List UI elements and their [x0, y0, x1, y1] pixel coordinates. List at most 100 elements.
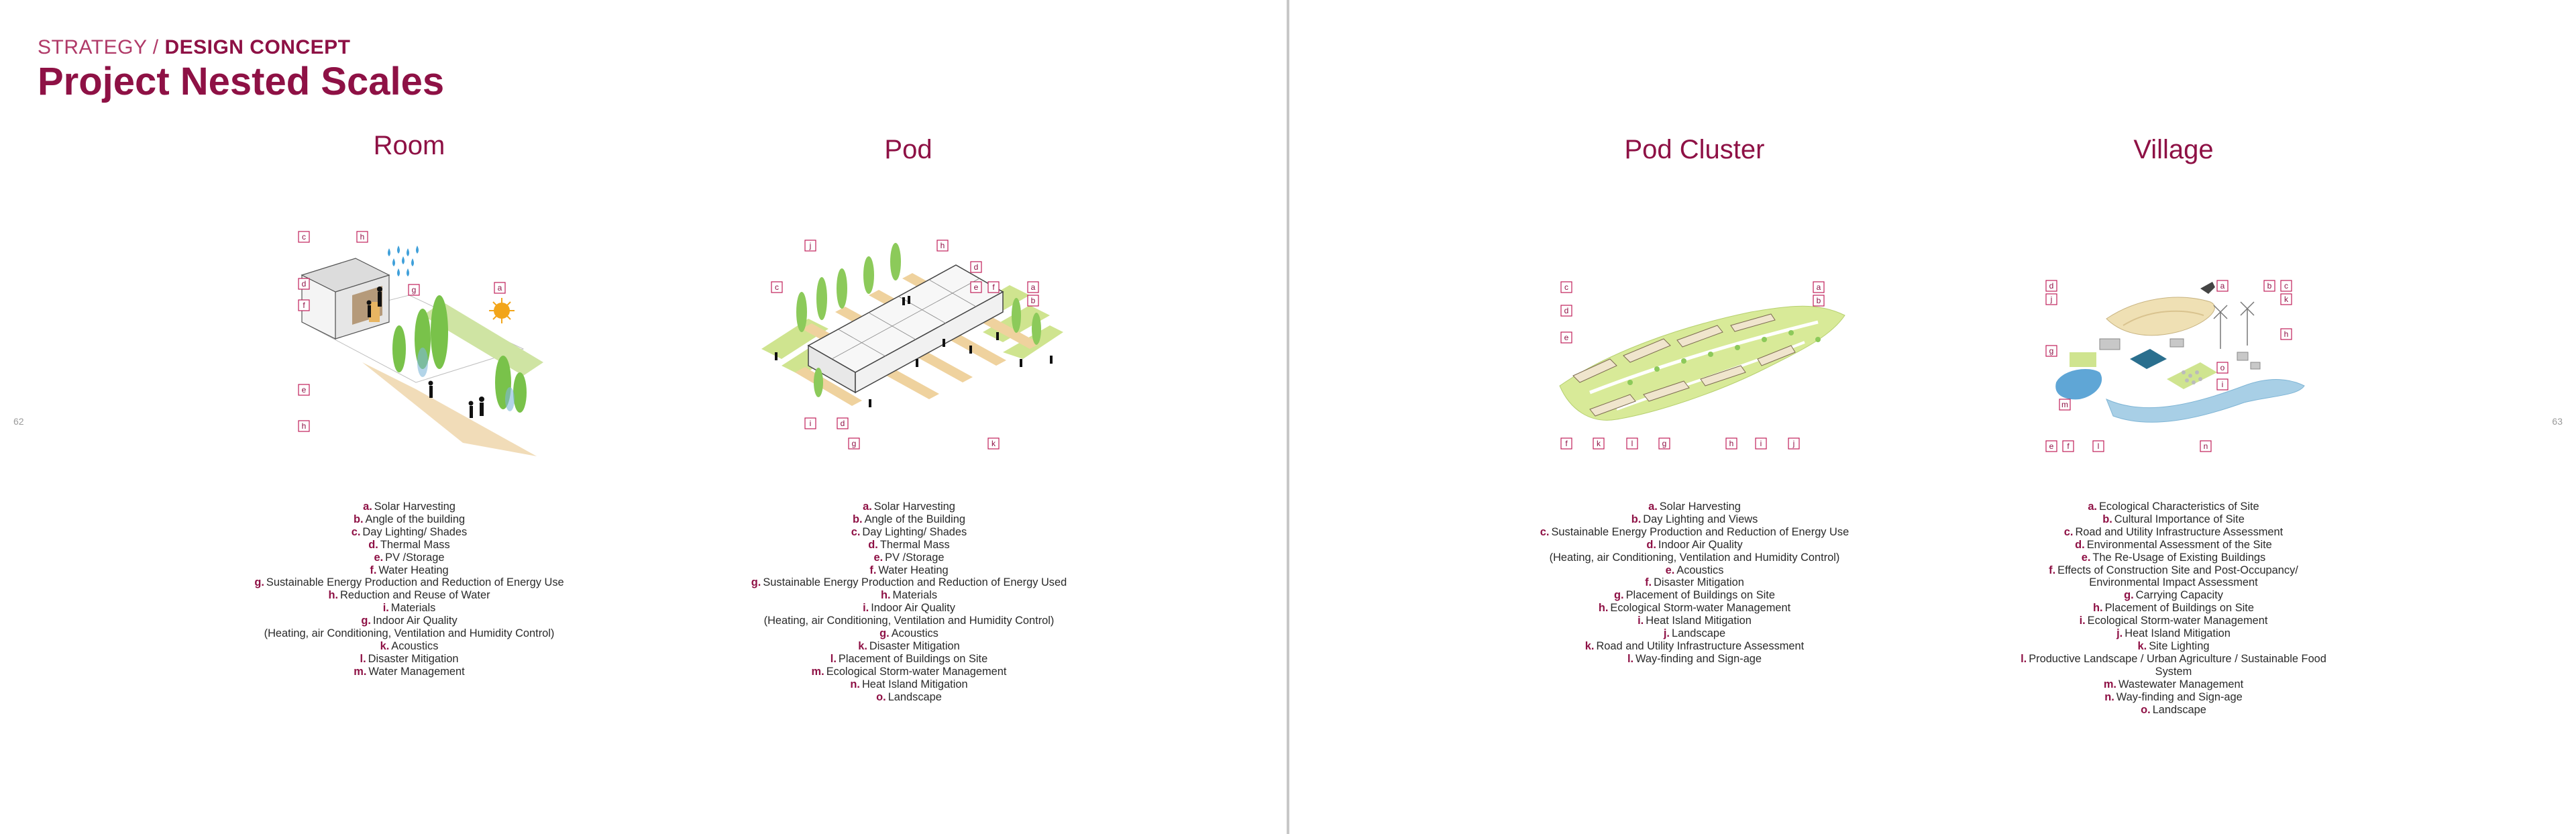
legend-text: Day Lighting/ Shades [362, 525, 468, 538]
callout-tag-label: h [302, 421, 307, 431]
legend-text: Cultural Importance of Site [2114, 513, 2245, 525]
legend-key: c. [1540, 525, 1550, 538]
legend-key: h. [880, 589, 891, 602]
legend-text: Water Heating [878, 564, 949, 576]
legend-item: b.Angle of the Building [701, 513, 1117, 526]
callout-tag-label: c [2284, 281, 2288, 291]
legend-item: Environmental Impact Assessment [1966, 576, 2381, 589]
legend-key: f. [2049, 564, 2056, 576]
legend-text: PV /Storage [885, 551, 945, 564]
legend-text: Angle of the Building [864, 513, 965, 525]
section-kicker: STRATEGY / DESIGN CONCEPT [38, 36, 350, 59]
legend-key: h. [328, 589, 339, 602]
callout-tag-label: i [2222, 380, 2224, 389]
legend-text: Thermal Mass [380, 538, 450, 551]
legend-item: b.Angle of the building [201, 513, 617, 526]
legend-item: g.Indoor Air Quality [201, 615, 617, 627]
page-gutter [1287, 0, 1289, 834]
legend-key: a. [1648, 501, 1658, 513]
legend-item: g.Acoustics [701, 627, 1117, 640]
legend-text: Sustainable Energy Production and Reduct… [266, 576, 564, 589]
legend-text: Environmental Impact Assessment [2089, 576, 2258, 589]
legend-text: Ecological Characteristics of Site [2098, 501, 2259, 513]
callout-tag-label: f [1565, 439, 1568, 448]
legend-text: Materials [390, 602, 436, 615]
legend-key: d. [368, 538, 378, 551]
legend-text: Materials [892, 589, 938, 602]
legend-text: Heat Island Mitigation [1646, 615, 1752, 627]
callout-tag-label: e [1564, 333, 1569, 342]
legend-item: j.Heat Island Mitigation [1966, 627, 2381, 640]
callout-tag-label: k [2284, 295, 2289, 304]
callout-tag-label: d [302, 279, 307, 289]
legend-item: i.Heat Island Mitigation [1487, 615, 1902, 627]
legend-item: e.PV /Storage [201, 552, 617, 564]
legend-text: Acoustics [391, 639, 439, 652]
legend-key: c. [2063, 525, 2074, 538]
page-number-left: 62 [13, 416, 24, 427]
legend-key: g. [751, 576, 761, 589]
legend-item: f.Water Heating [201, 564, 617, 577]
legend-key: e. [873, 551, 883, 564]
callout-tag-label: b [2267, 281, 2272, 291]
pod-cluster-callout-tags: c d e a b f k l g h i j [1560, 281, 1825, 450]
callout-tag-label: a [1031, 282, 1036, 292]
legend-key: b. [853, 513, 863, 525]
callout-tag-label: a [2220, 281, 2225, 291]
legend-key: k. [2137, 639, 2147, 652]
callout-tag-label: d [974, 262, 979, 272]
legend-text: Sustainable Energy Production and Reduct… [1551, 525, 1849, 538]
callout-tag-label: f [992, 282, 995, 292]
legend-key: h. [1598, 602, 1609, 615]
legend-item: f.Water Heating [701, 564, 1117, 577]
callout-tag-label: g [1662, 439, 1667, 448]
callout-tag-label: a [1817, 282, 1821, 292]
legend-key: e. [2081, 551, 2091, 564]
legend-text: Landscape [2152, 703, 2206, 716]
legend-text: Disaster Mitigation [1654, 576, 1744, 589]
legend-key: k. [1585, 639, 1595, 652]
legend-item: i.Materials [201, 602, 617, 615]
legend-key: c. [851, 525, 861, 538]
callout-tag-label: c [775, 282, 779, 292]
room-title: Room [373, 131, 445, 160]
legend-key: g. [2124, 589, 2134, 602]
legend-text: Solar Harvesting [873, 501, 955, 513]
legend-text: Day Lighting and Views [1643, 513, 1758, 525]
village-title: Village [2133, 135, 2214, 164]
legend-text: Productive Landscape / Urban Agriculture… [2029, 652, 2326, 665]
legend-item: h.Placement of Buildings on Site [1966, 602, 2381, 615]
legend-item: d.Environmental Assessment of the Site [1966, 539, 2381, 552]
legend-text: Solar Harvesting [1659, 501, 1741, 513]
legend-text: Indoor Air Quality [871, 602, 955, 615]
legend-text: Water Heating [378, 564, 449, 576]
legend-key: j. [1663, 627, 1670, 640]
legend-key: l. [360, 652, 366, 665]
callout-tag-label: h [1729, 439, 1734, 448]
callout-tag-label: k [991, 439, 996, 448]
room-callout-tags: c h d f g a e h [298, 231, 506, 432]
callout-tag-label: k [1597, 439, 1601, 448]
legend-text: Acoustics [891, 627, 938, 640]
legend-item: d.Thermal Mass [701, 539, 1117, 552]
legend-item: b.Day Lighting and Views [1487, 513, 1902, 526]
legend-key: l. [830, 652, 837, 665]
village-callout-tags: d j a b c k g h o i m e f l n [2045, 280, 2292, 452]
legend-text: Wastewater Management [2118, 678, 2244, 690]
legend-item: System [1966, 666, 2381, 678]
legend-key: m. [354, 665, 367, 678]
legend-text: Disaster Mitigation [368, 652, 459, 665]
legend-item: k.Acoustics [201, 640, 617, 653]
callout-tag-label: i [1760, 439, 1762, 448]
legend-item: m.Wastewater Management [1966, 678, 2381, 691]
legend-key: d. [2075, 538, 2085, 551]
legend-item: l.Placement of Buildings on Site [701, 653, 1117, 666]
legend-text: Way-finding and Sign-age [1635, 652, 1762, 665]
legend-key: a. [363, 501, 372, 513]
callout-tag-label: c [1564, 282, 1568, 292]
legend-key: f. [370, 564, 377, 576]
callout-tag-label: i [810, 419, 812, 428]
legend-key: k. [380, 639, 390, 652]
